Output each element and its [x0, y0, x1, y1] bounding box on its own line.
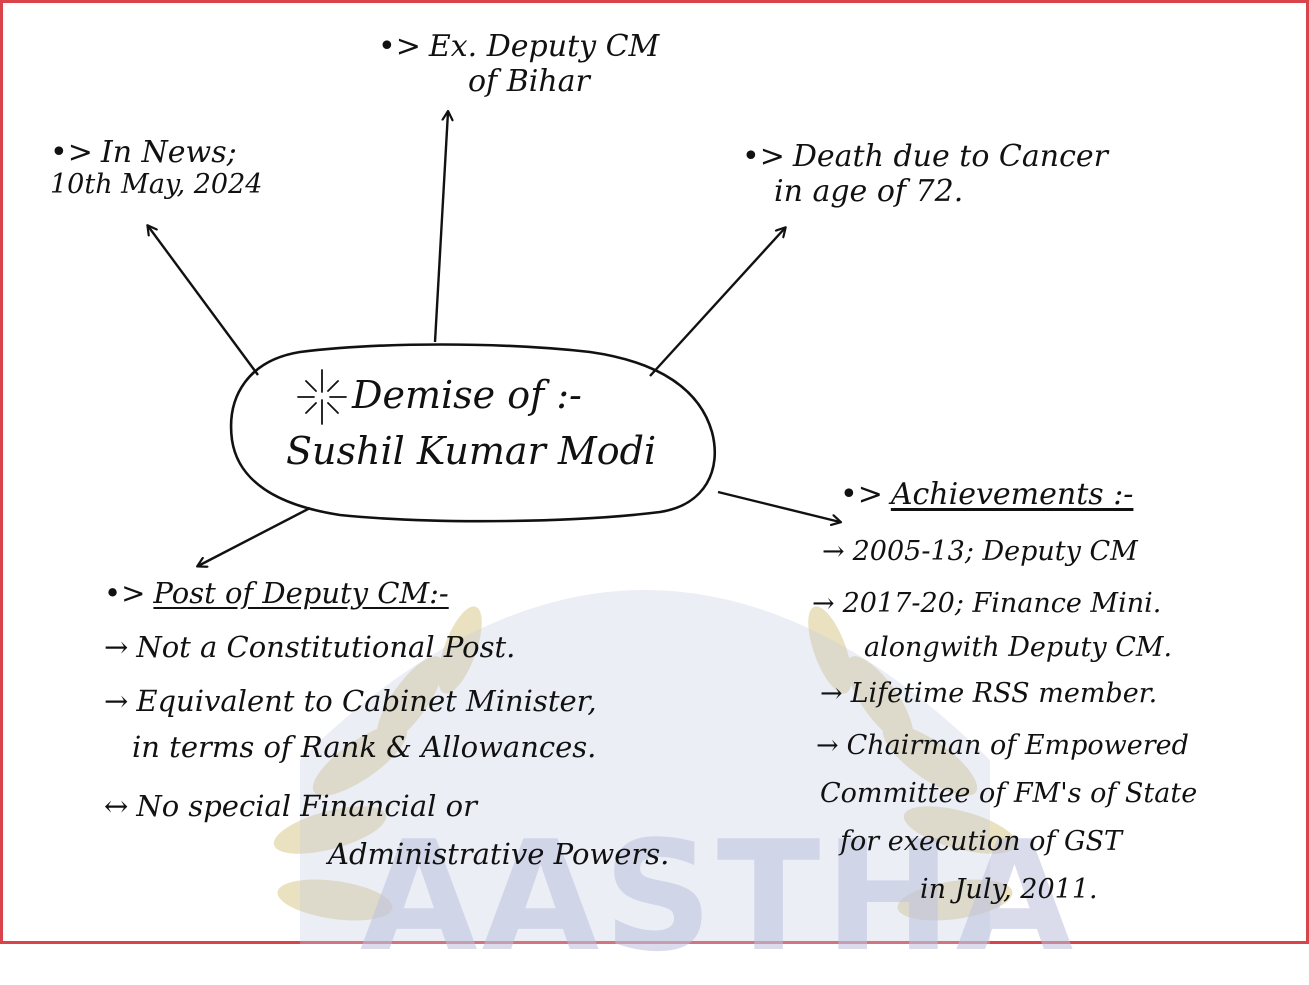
- bullet-icon: •>: [104, 576, 146, 610]
- laurel-left-branch: [273, 606, 482, 921]
- connector-news: [148, 226, 259, 376]
- arrow-both-icon: ↔: [104, 789, 129, 823]
- connector-deputy: [433, 112, 448, 343]
- arrow-right-icon: →: [822, 536, 845, 567]
- arrow-right-icon: →: [820, 678, 843, 709]
- achievement-item-2-line1: 2017-20; Finance Mini.: [842, 588, 1162, 619]
- bullet-icon: •>: [840, 477, 883, 512]
- branch-news-line1: •>In News;: [50, 135, 262, 171]
- post-item-2-line2: in terms of Rank & Allowances.: [132, 730, 597, 764]
- post-item-1: →Not a Constitutional Post.: [104, 624, 515, 670]
- bullet-icon: •>: [50, 135, 93, 170]
- mind-map-canvas: [0, 0, 1017, 944]
- branch-deputy-line2: of Bihar: [468, 63, 590, 99]
- branch-death-line2: in age of 72.: [774, 173, 964, 209]
- post-heading: •>Post of Deputy CM:-: [104, 570, 449, 616]
- branch-news: •>In News; 10th May, 2024: [50, 135, 263, 200]
- connector-death: [649, 228, 785, 377]
- arrow-right-icon: →: [104, 630, 129, 664]
- connector-post: [198, 506, 311, 566]
- branch-deputy-text1: Ex. Deputy CM: [428, 29, 660, 64]
- center-node-line2: Sushil Kumar Modi: [286, 429, 657, 473]
- star-burst-icon: [297, 369, 347, 425]
- center-node-line1: Demise of :-: [352, 373, 582, 417]
- page-frame: [0, 0, 1309, 944]
- achievement-item-4-line4: in July, 2011.: [920, 874, 1098, 905]
- achievements-heading-text: Achievements :-: [890, 477, 1134, 512]
- arrow-right-icon: →: [104, 684, 129, 718]
- achievement-item-1: →2005-13; Deputy CM: [822, 530, 1138, 574]
- branch-death-text1: Death due to Cancer: [792, 139, 1108, 174]
- achievement-item-2-line2: alongwith Deputy CM.: [864, 632, 1173, 663]
- achievement-item-3-text: Lifetime RSS member.: [850, 678, 1158, 709]
- bullet-icon: •>: [742, 139, 785, 174]
- achievement-item-4-line3: for execution of GST: [840, 826, 1123, 857]
- post-item-2-line1: Equivalent to Cabinet Minister,: [136, 684, 597, 718]
- laurel-wreath-icon: [273, 606, 1017, 921]
- achievements-heading: •>Achievements :-: [840, 477, 1134, 513]
- achievement-item-4-line2: Committee of FM's of State: [820, 778, 1198, 809]
- achievement-item-4-line1: Chairman of Empowered: [846, 730, 1189, 761]
- branch-death-line1: •>Death due to Cancer: [742, 139, 1108, 175]
- center-oval: [229, 343, 717, 523]
- branch-deputy-line1: •>Ex. Deputy CM: [378, 29, 660, 65]
- achievement-item-4: →Chairman of Empowered Committee of FM's…: [816, 722, 1197, 914]
- post-item-2: →Equivalent to Cabinet Minister, in term…: [104, 678, 597, 770]
- bullet-icon: •>: [378, 29, 421, 64]
- post-item-3: ↔No special Financial or Administrative …: [104, 782, 669, 878]
- connector-achievements: [717, 490, 840, 522]
- achievement-item-3: →Lifetime RSS member.: [820, 672, 1157, 716]
- branch-news-line2: 10th May, 2024: [50, 168, 263, 200]
- post-heading-text: Post of Deputy CM:-: [153, 576, 449, 610]
- post-item-3-line2: Administrative Powers.: [328, 837, 670, 871]
- achievement-item-2: →2017-20; Finance Mini. alongwith Deputy…: [812, 582, 1172, 670]
- post-item-1-text: Not a Constitutional Post.: [136, 630, 516, 664]
- branch-death: •>Death due to Cancer in age of 72.: [742, 139, 1108, 209]
- arrow-right-icon: →: [816, 730, 839, 761]
- watermark-arc: [300, 590, 990, 944]
- post-item-3-line1: No special Financial or: [136, 789, 477, 823]
- laurel-right-branch: [808, 606, 1017, 921]
- achievement-item-1-text: 2005-13; Deputy CM: [852, 536, 1138, 567]
- post-section: •>Post of Deputy CM:-: [104, 570, 449, 616]
- branch-news-text1: In News;: [100, 135, 237, 170]
- arrow-right-icon: →: [812, 588, 835, 619]
- branch-deputy: •>Ex. Deputy CM of Bihar: [378, 29, 660, 99]
